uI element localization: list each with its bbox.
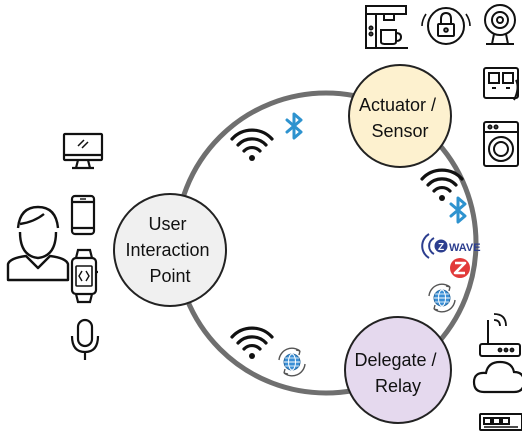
zigbee-icon (450, 258, 470, 278)
network-switch-icon (479, 413, 522, 431)
bluetooth-icon (285, 112, 303, 140)
internet-globe-icon (278, 347, 306, 377)
node-actuator-sensor-circle (348, 64, 452, 168)
cloud-icon (472, 360, 522, 394)
node-user-interaction-point: User Interaction Point (113, 193, 227, 307)
internet-globe-icon (428, 283, 456, 313)
node-actuator-sensor: Actuator / Sensor (348, 64, 452, 168)
zwave-icon: Z WAVE (421, 233, 481, 259)
desktop-monitor-icon (62, 132, 104, 170)
smartphone-icon (70, 194, 96, 236)
node-user-interaction-point-label: User Interaction Point (125, 214, 214, 286)
bluetooth-icon (449, 196, 467, 224)
power-outlet-icon (483, 67, 519, 101)
smart-lock-icon (421, 7, 471, 45)
coffee-machine-icon (365, 5, 408, 49)
smartwatch-icon (70, 248, 98, 304)
webcam-icon (484, 4, 516, 45)
node-delegate-relay-circle (344, 316, 452, 424)
wifi-router-icon (479, 313, 521, 357)
node-actuator-sensor-label: Actuator / Sensor (359, 95, 441, 141)
node-delegate-relay: Delegate / Relay (344, 316, 452, 424)
zwave-label: WAVE (449, 242, 481, 254)
washing-machine-icon (483, 121, 519, 167)
person-icon (6, 205, 70, 282)
wifi-icon (230, 326, 274, 359)
microphone-icon (70, 318, 100, 360)
svg-text:Z: Z (438, 242, 444, 253)
wifi-icon (420, 168, 464, 201)
node-user-interaction-point-circle (113, 193, 227, 307)
node-delegate-relay-label: Delegate / Relay (354, 350, 441, 396)
wifi-icon (230, 128, 274, 161)
